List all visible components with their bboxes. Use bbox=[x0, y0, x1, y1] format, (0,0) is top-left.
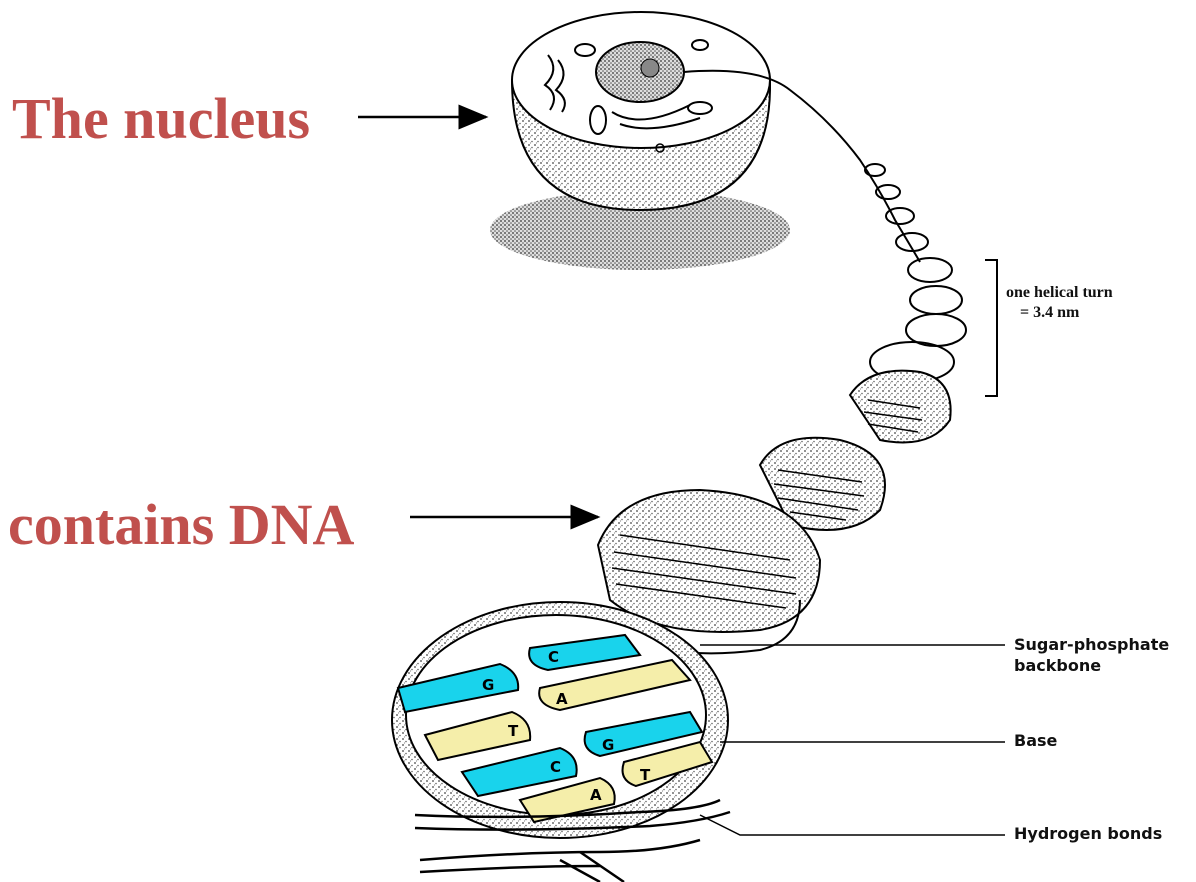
nucleus-label: The nucleus bbox=[12, 90, 310, 148]
base-letter-a2: A bbox=[590, 786, 602, 804]
nucleus-shape bbox=[596, 42, 684, 102]
base-letter-g1: G bbox=[482, 676, 494, 694]
base-letter-t2: T bbox=[640, 766, 651, 784]
cell bbox=[512, 12, 770, 210]
helical-turn-bracket bbox=[985, 260, 997, 396]
helical-turn-line1: one helical turn bbox=[1006, 284, 1113, 301]
base-letter-c1: C bbox=[548, 648, 559, 666]
helical-turn-line2: = 3.4 nm bbox=[1006, 303, 1113, 323]
leader-hydrogen-bonds bbox=[700, 815, 1005, 835]
hydrogen-bonds-label: Hydrogen bonds bbox=[1014, 824, 1162, 845]
backbone-label-line2: backbone bbox=[1014, 656, 1101, 675]
dna-cross-section bbox=[392, 602, 728, 838]
contains-dna-label: contains DNA bbox=[8, 496, 354, 554]
base-letter-t1: T bbox=[508, 722, 519, 740]
backbone-label-line1: Sugar-phosphate bbox=[1014, 635, 1169, 654]
backbone-label: Sugar-phosphate backbone bbox=[1014, 635, 1169, 677]
base-label: Base bbox=[1014, 731, 1057, 752]
base-letter-g2: G bbox=[602, 736, 614, 754]
base-letter-a1: A bbox=[556, 690, 568, 708]
helical-turn-note: one helical turn = 3.4 nm bbox=[1006, 283, 1113, 323]
base-letter-c2: C bbox=[550, 758, 561, 776]
dna-helix-mid bbox=[760, 371, 951, 530]
dna-coils-small bbox=[865, 164, 966, 382]
